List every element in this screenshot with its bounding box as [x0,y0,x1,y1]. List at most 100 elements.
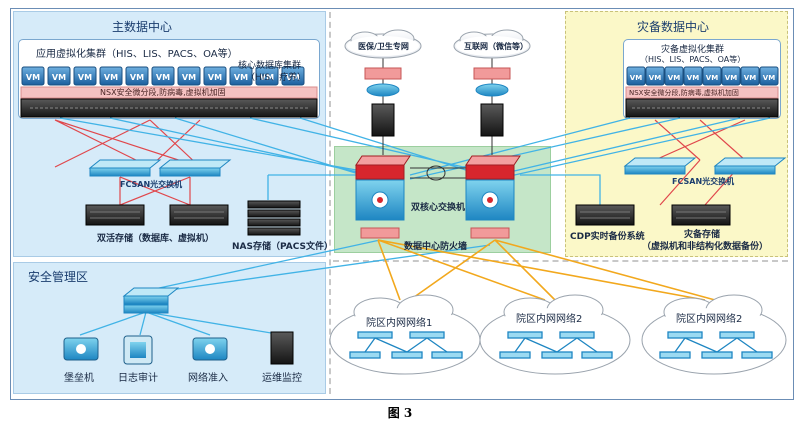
security-zone-title: 安全管理区 [28,270,89,284]
svg-text:VM: VM [104,73,118,82]
backup-nsx-bar [625,86,779,99]
internet-router-icon [475,83,509,97]
backup-vm-box-6: VM [721,66,741,86]
main-server-rack [20,98,318,118]
campus-net-3-label: 院区内网网络2 [676,314,743,325]
svg-text:VM: VM [668,74,680,82]
backup-vm-row: VM VM VM VM VM VM VM VM [626,66,779,86]
vm-box-9: VM [229,66,253,86]
ops-monitor-server-icon [270,331,294,365]
core-switch-left [355,155,411,221]
svg-text:VM: VM [725,74,737,82]
internet-label: 互联网（微信等） [464,42,528,51]
vm-box-8: VM [203,66,227,86]
db-cluster-label-1: 核心数据库集群 [238,61,302,71]
campus-net-1-label: 院区内网网络1 [366,318,433,329]
svg-text:VM: VM [260,73,274,82]
vm-box-5: VM [125,66,149,86]
backup-vm-box-4: VM [683,66,703,86]
bastion-host-icon [63,337,99,361]
main-fcsan-switch-left [88,159,162,177]
backup-cluster-label-2: （HIS、LIS、PACS、OA等） [640,55,746,64]
campus-cloud-2 [479,294,631,375]
backup-fcsan-switch-right [713,157,787,175]
dc-firewall-left-icon [360,227,400,239]
main-fcsan-label: FCSAN光交换机 [120,180,183,189]
svg-text:VM: VM [182,73,196,82]
medical-server-icon [371,103,395,137]
svg-text:VM: VM [649,74,661,82]
svg-text:VM: VM [156,73,170,82]
campus-cloud-1 [329,294,481,375]
internet-server-icon [480,103,504,137]
vm-box-11: VM [281,66,305,86]
backup-storage-label-1: 灾备存储 [684,230,721,240]
backup-vm-box-8: VM [759,66,779,86]
security-switch-icon [122,287,180,314]
backup-dc-title: 灾备数据中心 [637,20,710,34]
core-link-ring [426,165,446,181]
vm-box-4: VM [99,66,123,86]
app-cluster-label: 应用虚拟化集群（HIS、LIS、PACS、OA等） [36,49,238,60]
vm-box-10: VM [255,66,279,86]
internet-cloud [453,29,531,59]
figure-caption: 图 3 [387,406,413,420]
cdp-backup-array [575,204,635,226]
medical-net-cloud [344,29,422,59]
network-access-icon [192,337,228,361]
vm-box-2: VM [47,66,71,86]
nas-storage-stack [247,200,301,236]
backup-vm-box-1: VM [626,66,646,86]
zone-divider-vertical [329,12,331,394]
svg-text:VM: VM [234,73,248,82]
log-audit-icon [123,335,153,365]
svg-text:VM: VM [26,73,40,82]
db-cluster-label-2: （HIS、疗养） [246,73,307,83]
security-zone [13,262,326,394]
backup-vm-box-3: VM [664,66,684,86]
svg-text:VM: VM [706,74,718,82]
dual-storage-array-1 [85,204,145,226]
campus-cloud-3 [641,294,787,375]
backup-vm-box-2: VM [645,66,665,86]
zone-divider-horizontal [333,260,788,262]
bastion-label: 堡垒机 [64,373,94,384]
red-fc-links [54,119,746,206]
backup-server-rack [625,98,779,118]
backup-fcsan-switch-left [623,157,697,175]
backup-vm-box-7: VM [740,66,760,86]
main-fcsan-switch-right [158,159,232,177]
core-switch-right [465,155,521,221]
ops-monitor-label: 运维监控 [262,373,302,384]
vm-box-6: VM [151,66,175,86]
svg-text:VM: VM [687,74,699,82]
core-switch-label: 双核心交换机 [411,203,466,213]
backup-vm-box-5: VM [702,66,722,86]
cdp-label: CDP实时备份系统 [570,232,645,242]
svg-text:VM: VM [208,73,222,82]
dc-firewall-label: 数据中心防火墙 [404,242,468,252]
nas-storage-label: NAS存储（PACS文件） [232,242,333,252]
dual-storage-label: 双活存储（数据库、虚拟机） [97,234,215,244]
medical-net-label: 医保/卫生专网 [358,42,409,51]
vm-box-3: VM [73,66,97,86]
svg-text:VM: VM [630,74,642,82]
svg-text:VM: VM [286,73,300,82]
log-audit-label: 日志审计 [118,373,158,384]
orange-campus-links [377,239,716,301]
internet-firewall-icon [473,67,511,80]
backup-storage-label-2: （虚拟机和非结构化数据备份） [642,242,769,252]
medical-firewall-icon [364,67,402,80]
backup-storage-array [671,204,731,226]
svg-text:VM: VM [744,74,756,82]
dc-firewall-right-icon [470,227,510,239]
backup-nsx-label: NSX安全微分段,防病毒,虚拟机加固 [629,89,739,97]
campus-net-2-label: 院区内网网络2 [516,314,583,325]
vm-box-7: VM [177,66,201,86]
main-dc-title: 主数据中心 [112,20,173,34]
svg-text:VM: VM [52,73,66,82]
main-vm-row: VM VM VM VM VM VM VM VM VM VM VM [21,66,305,86]
backup-cluster-label-1: 灾备虚拟化集群 [661,45,725,55]
network-access-label: 网络准入 [188,373,228,384]
svg-text:VM: VM [763,74,775,82]
